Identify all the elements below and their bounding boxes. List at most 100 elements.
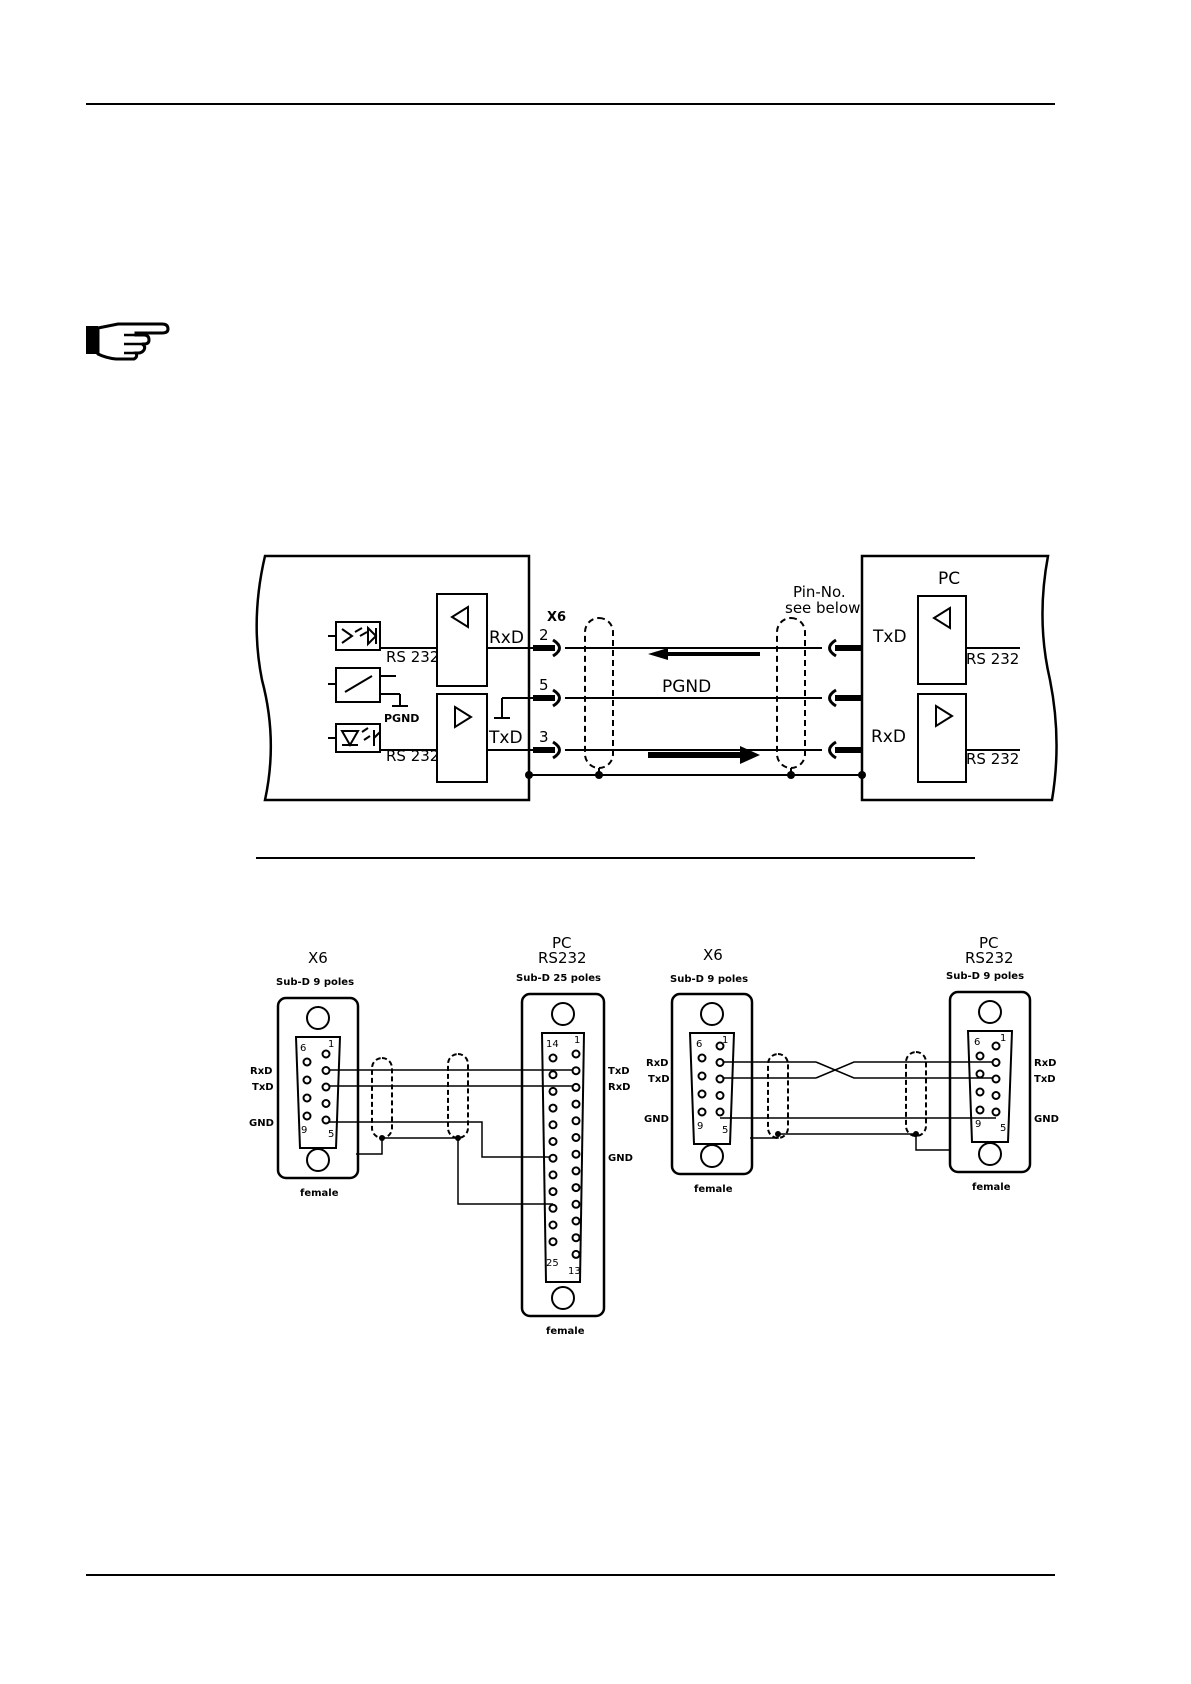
right-x6-title: X6 — [703, 946, 723, 964]
pc25-pin-14: 14 — [546, 1039, 559, 1050]
pin-hole — [699, 1109, 706, 1116]
pin-hole — [717, 1092, 724, 1099]
pc9-female: female — [972, 1182, 1011, 1193]
pin-hole — [550, 1188, 557, 1195]
pc25-pin-1: 1 — [574, 1035, 580, 1046]
pin-hole — [573, 1117, 580, 1124]
pin-hole — [717, 1076, 724, 1083]
pin-2-label: 2 — [539, 626, 549, 644]
left-pin-9: 9 — [301, 1125, 307, 1136]
left-pin-1: 1 — [328, 1039, 334, 1050]
left-txd: TxD — [252, 1082, 274, 1093]
left-pin-5: 5 — [328, 1129, 334, 1140]
drive-rs232-bottom: RS 232 — [386, 747, 439, 765]
pin-hole — [573, 1051, 580, 1058]
section-rule — [256, 857, 975, 859]
left-pin-6: 6 — [300, 1043, 306, 1054]
right-txd: TxD — [648, 1074, 670, 1085]
pc9-pin-9: 9 — [975, 1119, 981, 1130]
pin-hole — [323, 1051, 330, 1058]
right-gnd: GND — [644, 1114, 669, 1125]
pc9-connector — [950, 992, 1030, 1172]
pin-hole — [977, 1071, 984, 1078]
x6-connector-right — [672, 994, 752, 1174]
right-pin-1: 1 — [722, 1035, 728, 1046]
pin-hole — [573, 1084, 580, 1091]
right-female: female — [694, 1184, 733, 1195]
pc9-pin-5: 5 — [1000, 1123, 1006, 1134]
pin-hole — [993, 1043, 1000, 1050]
pin-hole — [573, 1251, 580, 1258]
left-gnd: GND — [249, 1118, 274, 1129]
pin-hole — [573, 1167, 580, 1174]
pc-txd-label: TxD — [872, 627, 907, 647]
pin-hole — [717, 1059, 724, 1066]
x6-label: X6 — [547, 610, 566, 625]
pc9-rs: RS232 — [965, 949, 1014, 967]
right-pin-6: 6 — [696, 1039, 702, 1050]
pc9-txd: TxD — [1034, 1074, 1056, 1085]
pc-title: PC — [938, 569, 960, 589]
pc9-rxd: RxD — [1034, 1058, 1056, 1069]
pc-rs232-bottom: RS 232 — [966, 750, 1019, 768]
pc25-connector — [522, 994, 604, 1316]
x6-connector-left — [278, 998, 358, 1178]
pin-hole — [550, 1171, 557, 1178]
pc25-pin-25: 25 — [546, 1258, 559, 1269]
pin-hole — [550, 1155, 557, 1162]
see-below-label: see below — [785, 599, 860, 617]
pin-hole — [717, 1109, 724, 1116]
pin-hole — [699, 1091, 706, 1098]
pointing-hand-icon — [84, 318, 170, 362]
pin-hole — [573, 1218, 580, 1225]
pin-hole — [699, 1055, 706, 1062]
pin-hole — [977, 1089, 984, 1096]
pgnd-cable-label: PGND — [662, 677, 711, 697]
pin-hole — [323, 1084, 330, 1091]
footer-rule — [86, 1574, 1055, 1576]
pin-3-label: 3 — [539, 728, 549, 746]
right-pin-9: 9 — [697, 1121, 703, 1132]
pin-hole — [699, 1073, 706, 1080]
pin-hole — [550, 1055, 557, 1062]
left-x6-sub: Sub-D 9 poles — [276, 977, 354, 988]
pc25-txd: TxD — [608, 1066, 630, 1077]
pc9-sub: Sub-D 9 poles — [946, 971, 1024, 982]
pin-hole — [573, 1067, 580, 1074]
pin-hole — [550, 1071, 557, 1078]
pc9-pin-6: 6 — [974, 1037, 980, 1048]
pgnd-small-label: PGND — [384, 712, 419, 725]
drive-rxd-label: RxD — [489, 628, 524, 648]
pc25-sub: Sub-D 25 poles — [516, 973, 601, 984]
pc-enclosure — [862, 556, 1057, 800]
pc9-gnd: GND — [1034, 1114, 1059, 1125]
rs232-schematic: X6 2 5 3 RxD TxD RS 232 RS 232 PGND PGND… — [0, 540, 1191, 820]
pc-rs232-top: RS 232 — [966, 650, 1019, 668]
header-rule — [86, 103, 1055, 105]
pin-hole — [304, 1113, 311, 1120]
left-rxd: RxD — [250, 1066, 272, 1077]
pin-hole — [550, 1105, 557, 1112]
right-x6-sub: Sub-D 9 poles — [670, 974, 748, 985]
pc9-pin-1: 1 — [1000, 1033, 1006, 1044]
pc-rxd-label: RxD — [871, 727, 906, 747]
pin-hole — [993, 1059, 1000, 1066]
pin-hole — [993, 1076, 1000, 1083]
pin-hole — [977, 1053, 984, 1060]
pin-hole — [550, 1121, 557, 1128]
pin-hole — [550, 1205, 557, 1212]
pin-hole — [993, 1109, 1000, 1116]
right-rxd: RxD — [646, 1058, 668, 1069]
pinout-diagrams: X6 Sub-D 9 poles RxD TxD GND 6 1 9 5 fem… — [0, 920, 1191, 1350]
pin-hole — [573, 1134, 580, 1141]
pc25-female: female — [546, 1326, 585, 1337]
drive-rs232-top: RS 232 — [386, 648, 439, 666]
pin-hole — [323, 1117, 330, 1124]
drive-txd-label: TxD — [488, 728, 523, 748]
pin-hole — [304, 1077, 311, 1084]
pc25-pin-13: 13 — [568, 1266, 581, 1277]
pin-hole — [304, 1095, 311, 1102]
pin-hole — [573, 1151, 580, 1158]
pc25-rxd: RxD — [608, 1082, 630, 1093]
right-pin-5: 5 — [722, 1125, 728, 1136]
